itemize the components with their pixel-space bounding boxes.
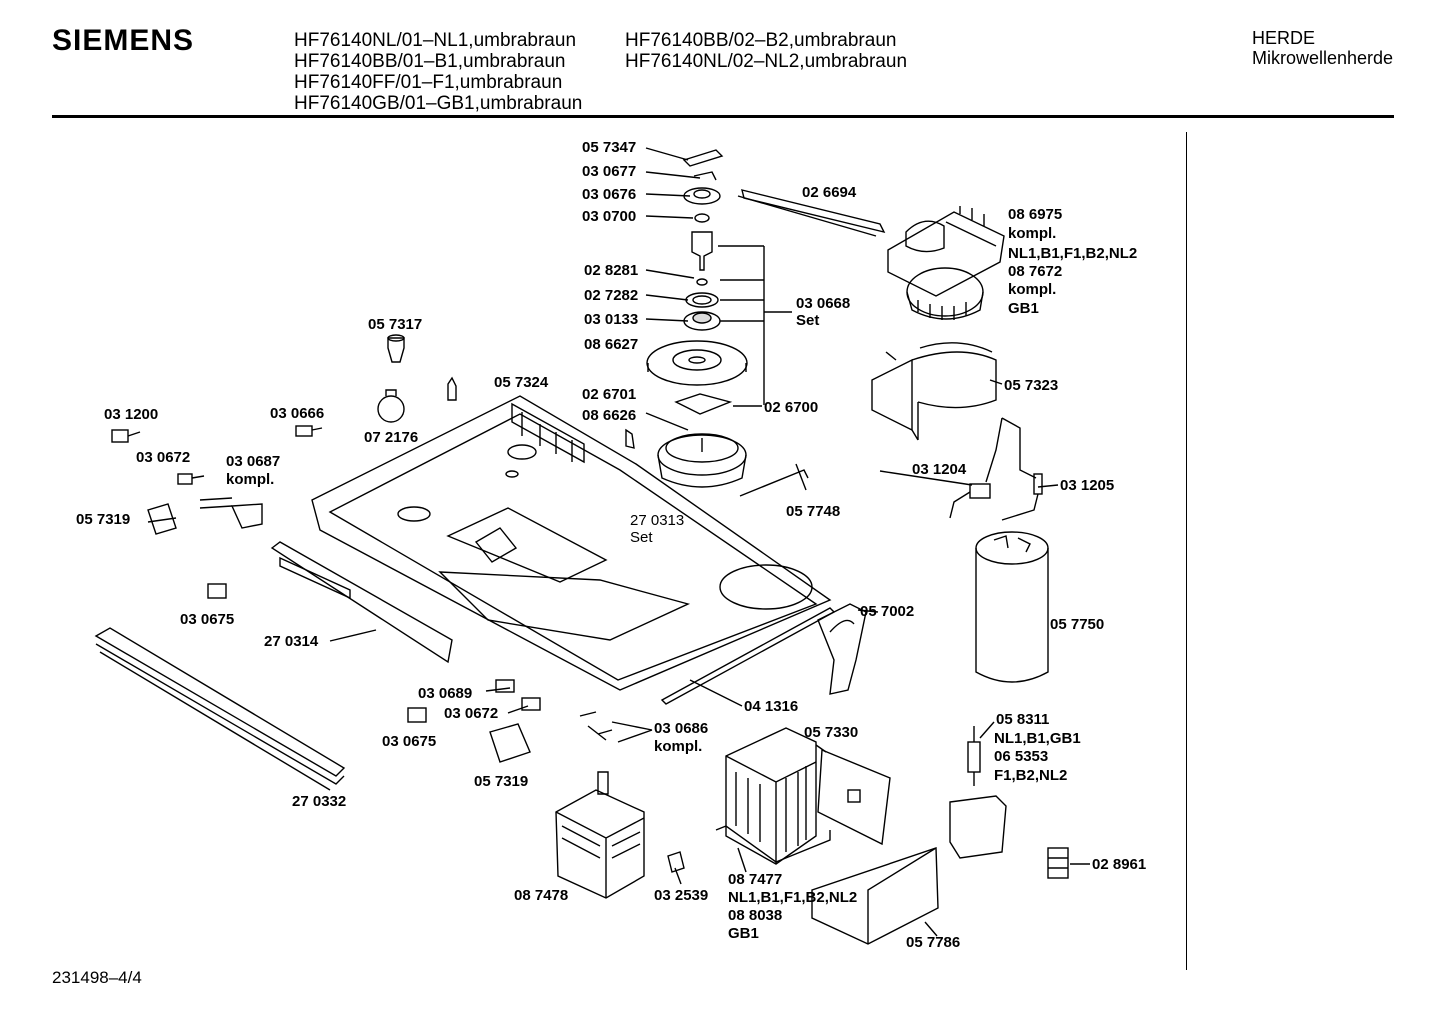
waveguide-bracket <box>817 603 867 695</box>
part-label: 08 7477 <box>728 871 783 888</box>
switches-left <box>111 425 613 763</box>
category: HERDE <box>1252 28 1316 48</box>
front-panel-strip <box>270 541 453 664</box>
part-label: 03 0686 <box>654 720 709 737</box>
hv-transformer <box>715 727 831 865</box>
door-rail <box>94 627 346 791</box>
thermal-fuse-harness <box>949 417 1043 521</box>
part-label: 05 7786 <box>906 934 961 951</box>
part-label: 05 7319 <box>76 511 131 528</box>
part-label: 03 0677 <box>582 163 637 180</box>
part-label: 02 6700 <box>764 399 819 416</box>
rod <box>660 607 836 705</box>
part-label: 03 2539 <box>654 887 709 904</box>
part-label: 05 7748 <box>786 503 841 520</box>
part-label: 06 5353 <box>994 748 1049 765</box>
part-label: 03 1205 <box>1060 477 1115 494</box>
part-label: 04 1316 <box>744 698 799 715</box>
part-label: 27 0313 <box>630 512 685 529</box>
part-label: 05 7324 <box>494 374 549 391</box>
part-label: 08 6626 <box>582 407 637 424</box>
small-hardware <box>625 428 809 497</box>
variant-label: GB1 <box>728 925 759 942</box>
part-label: 03 0668 <box>796 295 851 312</box>
part-label: 02 8281 <box>584 262 639 279</box>
part-label: 03 0666 <box>270 405 325 422</box>
variant-label: F1,B2,NL2 <box>994 767 1068 784</box>
subcategory: Mikrowellenherde <box>1252 48 1394 68</box>
model-line: HF76140NL/01–NL1,umbrabraun <box>294 30 577 51</box>
part-label: 03 0676 <box>582 186 637 203</box>
model-line: HF76140BB/02–B2,umbrabraun <box>625 30 897 51</box>
part-label: 03 1204 <box>912 461 967 478</box>
variant-label: NL1,B1,F1,B2,NL2 <box>1008 245 1138 262</box>
variant-label: NL1,B1,GB1 <box>994 730 1081 747</box>
part-label: 03 0700 <box>582 208 637 225</box>
model-line: HF76140GB/01–GB1,umbrabraun <box>294 93 583 114</box>
lamp <box>377 334 457 423</box>
part-label: 03 0687 <box>226 453 281 470</box>
variant-label: GB1 <box>1008 300 1039 317</box>
component-cover <box>811 847 939 945</box>
capacitor <box>975 531 1049 683</box>
variant-label: NL1,B1,F1,B2,NL2 <box>728 889 858 906</box>
part-label: 08 6627 <box>584 336 639 353</box>
stirrer-stack <box>646 149 748 488</box>
model-list-1: HF76140NL/01–NL1,umbrabraun HF76140BB/01… <box>294 30 582 114</box>
hv-diode <box>967 726 981 786</box>
fuse-holder <box>949 795 1069 879</box>
part-label: 03 1200 <box>104 406 159 423</box>
part-label: 03 0672 <box>444 705 499 722</box>
part-label: 03 0133 <box>584 311 639 328</box>
part-label: 02 7282 <box>584 287 639 304</box>
header-rule <box>52 115 1394 118</box>
part-label: 03 0675 <box>382 733 437 750</box>
part-label: Set <box>630 529 653 546</box>
part-label: 02 8961 <box>1092 856 1147 873</box>
part-label: 03 0675 <box>180 611 235 628</box>
part-label: 05 8311 <box>996 711 1050 728</box>
part-label: 02 6701 <box>582 386 637 403</box>
part-label: 05 7750 <box>1050 616 1105 633</box>
model-line: HF76140FF/01–F1,umbrabraun <box>294 72 563 93</box>
part-label: 05 7002 <box>860 603 915 620</box>
part-label: kompl. <box>654 738 703 755</box>
air-duct <box>871 342 997 441</box>
part-label: kompl. <box>226 471 275 488</box>
belt <box>737 189 886 237</box>
brand-logo: SIEMENS <box>52 24 195 57</box>
part-label: 05 7330 <box>804 724 859 741</box>
part-label: 03 0689 <box>418 685 473 702</box>
part-label: kompl. <box>1008 225 1057 242</box>
cavity-base <box>311 395 832 691</box>
part-label: 08 7478 <box>514 887 569 904</box>
doc-reference: 231498–4/4 <box>52 968 142 987</box>
part-label: 05 7317 <box>368 316 423 333</box>
fan-motor <box>887 206 1005 320</box>
side-rule <box>1186 132 1187 970</box>
model-list-2: HF76140BB/02–B2,umbrabraun HF76140NL/02–… <box>625 30 907 72</box>
part-label: 03 0672 <box>136 449 191 466</box>
part-label: 07 2176 <box>364 429 419 446</box>
part-label: Set <box>796 312 820 329</box>
part-label: 02 6694 <box>802 184 857 201</box>
part-label: 05 7323 <box>1004 377 1059 394</box>
magnetron <box>555 771 685 899</box>
part-label: 27 0332 <box>292 793 347 810</box>
part-label: 05 7319 <box>474 773 529 790</box>
part-label: 27 0314 <box>264 633 319 650</box>
part-label: 08 8038 <box>728 907 783 924</box>
model-line: HF76140NL/02–NL2,umbrabraun <box>625 51 908 72</box>
insulation-plate <box>817 748 891 846</box>
part-label: kompl. <box>1008 281 1057 298</box>
part-label: 05 7347 <box>582 139 637 156</box>
category-block: HERDE Mikrowellenherde <box>1252 28 1393 68</box>
part-label: 08 6975 <box>1008 206 1063 223</box>
part-label: 08 7672 <box>1008 263 1063 280</box>
model-line: HF76140BB/01–B1,umbrabraun <box>294 51 566 72</box>
leader-lines <box>329 147 1090 937</box>
